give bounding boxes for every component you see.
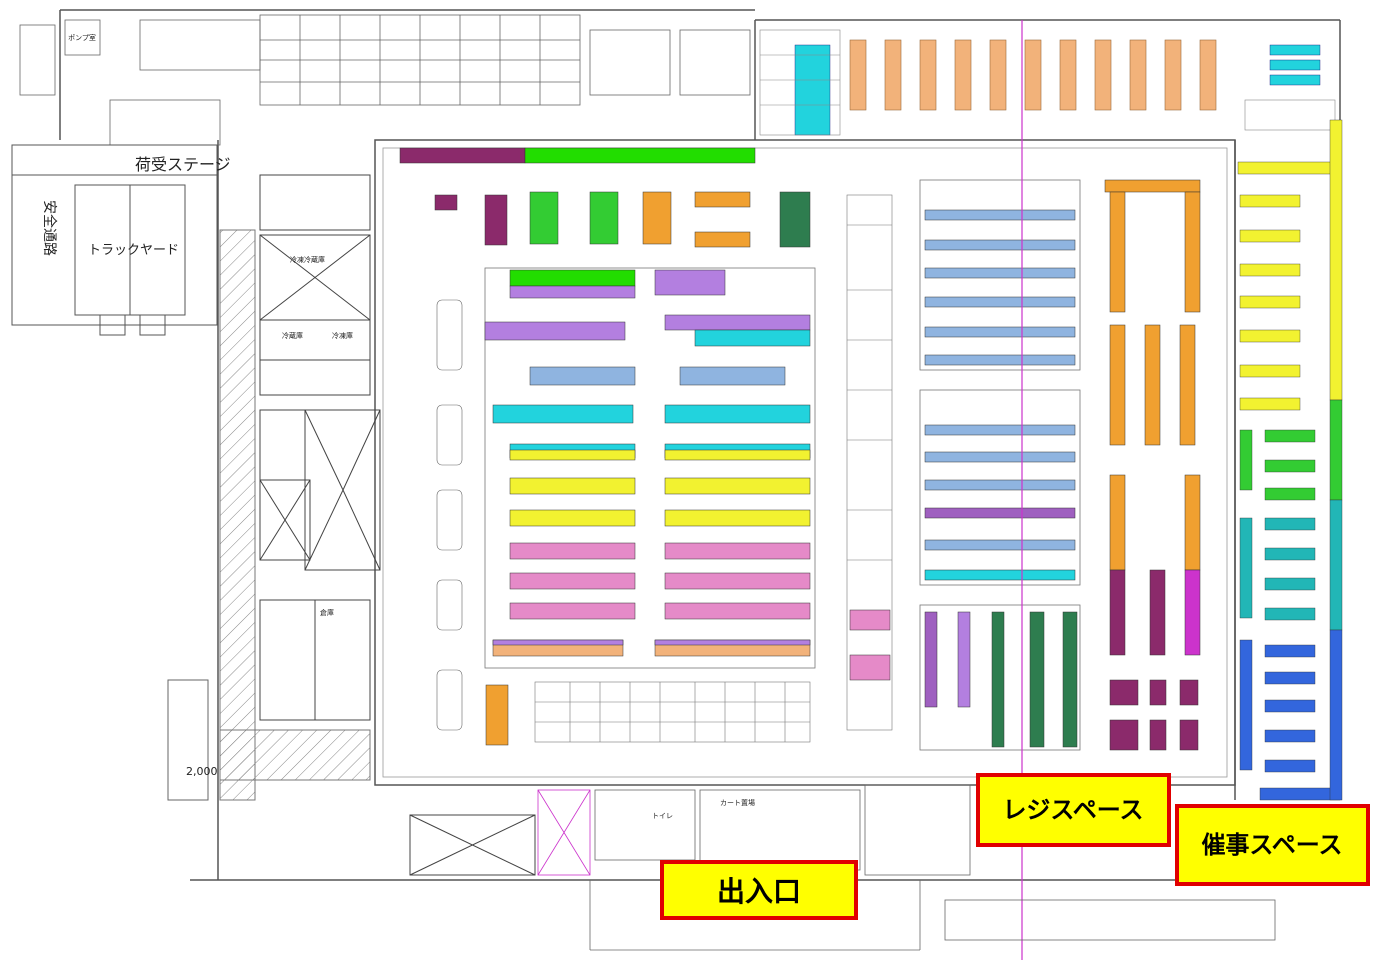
far-right-blue (1239, 629, 1343, 801)
magenta-racks (1109, 569, 1201, 751)
right-block-2-frame (919, 389, 1081, 586)
receiving-stage-label: 荷受ステージ (135, 155, 231, 174)
far-right-yellow (1237, 119, 1343, 411)
cold-storage-rooms (259, 174, 536, 876)
top-right-grid (759, 29, 1336, 136)
middle-pink-fixture-1 (849, 609, 891, 631)
far-right-green (1239, 399, 1343, 501)
right-block-1-shelves (924, 209, 1076, 366)
central-grid-frame (484, 267, 816, 669)
dimension-label: 2,000 (186, 765, 218, 778)
outside-box (167, 679, 209, 801)
hatched-corridor (219, 229, 256, 801)
truck-yard-label: トラックヤード (88, 243, 179, 258)
central-shelves (484, 269, 811, 657)
side-vertical-label: 安全通路 (41, 200, 58, 256)
top-magenta-shelf (399, 147, 526, 164)
top-right-racks (849, 39, 1217, 111)
entrance-callout-text: 出入口 (717, 875, 801, 908)
cart-area-label: カート置場 (720, 798, 755, 807)
far-right-teal (1239, 499, 1343, 631)
middle-column (846, 194, 893, 731)
orange-racks (1104, 179, 1201, 571)
right-block-3-strips (924, 611, 1078, 748)
receiving-area (11, 144, 218, 336)
hatched-corridor-bottom (219, 729, 371, 781)
middle-pink-fixture-2 (849, 654, 891, 681)
right-block-3-frame (919, 604, 1081, 751)
left-orange-fixture (485, 684, 509, 746)
entrance-callout: 出入口 (660, 860, 858, 920)
storage-room-label: 倉庫 (320, 608, 334, 617)
entrance-area (537, 784, 1276, 951)
bottom-grid (534, 681, 811, 743)
top-right-cyan-racks (794, 44, 1321, 136)
event-callout: 催事スペース (1175, 804, 1370, 886)
refrigerated-label-1: 冷蔵庫 (282, 331, 303, 340)
left-column-fixtures (436, 299, 463, 731)
register-callout-text: レジスペース (1002, 796, 1143, 824)
refrigerated-label-2: 冷凍庫 (332, 331, 353, 340)
event-callout-text: 催事スペース (1201, 831, 1342, 859)
freezer-room-label: 冷凍冷蔵庫 (290, 255, 325, 264)
pump-room-label: ポンプ室 (68, 33, 96, 42)
small-fixtures-row (434, 191, 811, 248)
right-block-2-shelves (924, 424, 1076, 581)
right-block-1-frame (919, 179, 1081, 371)
back-office-grid (19, 14, 751, 146)
toilet-label: トイレ (652, 812, 673, 820)
register-callout: レジスペース (976, 773, 1171, 847)
top-green-shelf (524, 147, 756, 164)
